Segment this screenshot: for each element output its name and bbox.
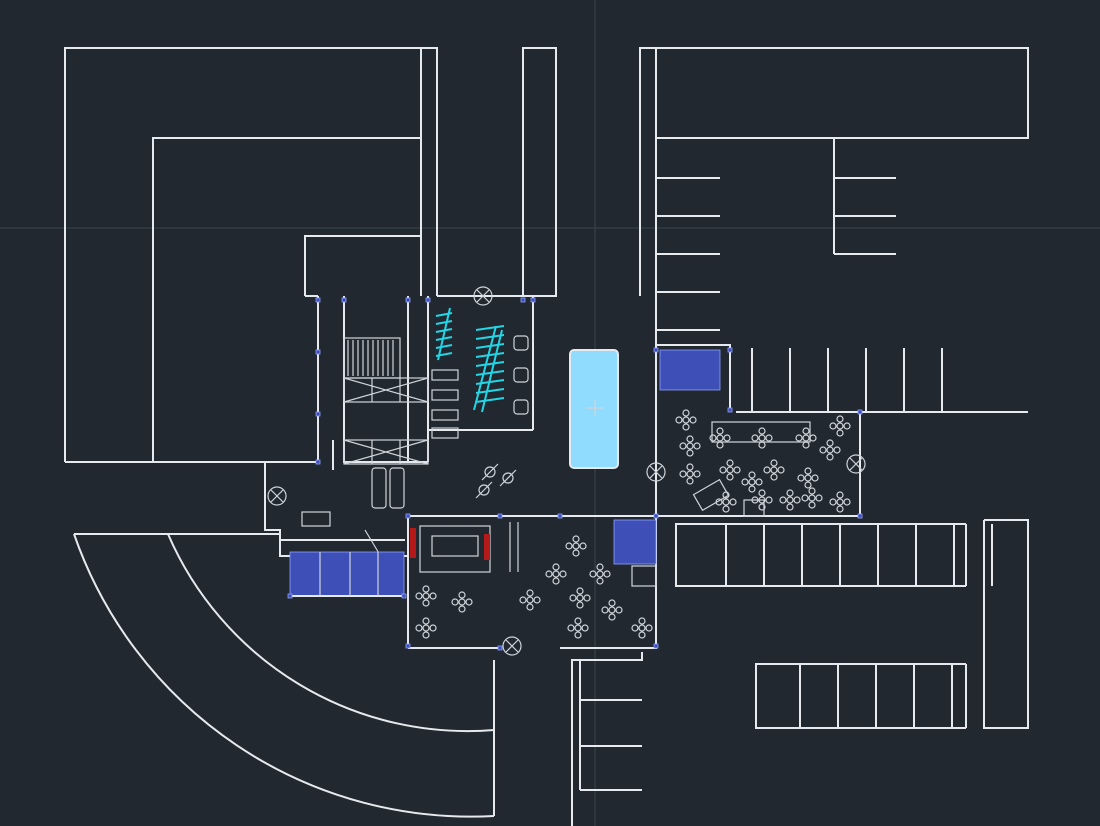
swimming-pool	[569, 349, 619, 469]
table-set-icon	[779, 489, 801, 511]
column-icon	[557, 513, 563, 519]
left-l-building	[64, 47, 438, 463]
table-set-icon	[451, 591, 473, 613]
gym-machines	[513, 335, 529, 415]
table-set-icon	[519, 589, 541, 611]
table-set-icon	[565, 535, 587, 557]
column-icon	[857, 513, 863, 519]
column-icon	[401, 593, 407, 599]
table-set-icon	[475, 481, 493, 499]
parking-bottom-right	[675, 519, 1029, 729]
table-set-icon	[569, 587, 591, 609]
table-set-icon	[415, 617, 437, 639]
gym-equipment	[435, 307, 505, 413]
table-set-icon	[819, 439, 841, 461]
table-set-icon	[795, 427, 817, 449]
restaurant	[407, 515, 657, 649]
column-icon	[497, 513, 503, 519]
column-icon	[405, 643, 411, 649]
column-icon	[405, 513, 411, 519]
table-set-icon	[829, 415, 851, 437]
table-set-icon	[675, 409, 697, 431]
column-icon	[497, 645, 503, 651]
column-icon	[520, 297, 526, 303]
light-fixture-icon	[473, 286, 493, 306]
light-fixture-icon	[846, 454, 866, 474]
column-icon	[405, 297, 411, 303]
patio-lounge	[655, 344, 861, 517]
light-fixture-icon	[502, 636, 522, 656]
column-icon	[727, 407, 733, 413]
table-set-icon	[829, 491, 851, 513]
column-icon	[653, 347, 659, 353]
table-set-icon	[719, 459, 741, 481]
table-set-icon	[741, 471, 763, 493]
column-icon	[287, 593, 293, 599]
column-icon	[315, 349, 321, 355]
table-set-icon	[679, 463, 701, 485]
curved-drive	[73, 533, 495, 818]
table-set-icon	[545, 563, 567, 585]
table-set-icon	[751, 489, 773, 511]
column-icon	[653, 513, 659, 519]
column-icon	[857, 409, 863, 415]
table-set-icon	[679, 435, 701, 457]
table-set-icon	[715, 491, 737, 513]
light-fixture-icon	[267, 486, 287, 506]
light-fixture-icon	[646, 462, 666, 482]
table-set-icon	[751, 427, 773, 449]
gym-lockers	[431, 369, 459, 439]
central-complex	[304, 235, 556, 470]
table-set-icon	[481, 463, 499, 481]
column-icon	[727, 347, 733, 353]
table-set-icon	[601, 599, 623, 621]
column-icon	[530, 297, 536, 303]
table-set-icon	[801, 487, 823, 509]
right-building	[639, 47, 1029, 345]
table-set-icon	[763, 459, 785, 481]
table-set-icon	[797, 467, 819, 489]
column-icon	[341, 297, 347, 303]
table-set-icon	[589, 563, 611, 585]
table-set-icon	[631, 617, 653, 639]
center-strip	[522, 47, 557, 297]
column-icon	[653, 643, 659, 649]
table-set-icon	[499, 469, 517, 487]
column-icon	[425, 297, 431, 303]
parking-top-right	[736, 348, 1028, 413]
parking-bottom-center	[493, 652, 643, 826]
table-set-icon	[415, 585, 437, 607]
entry-lobby	[264, 462, 408, 597]
table-set-icon	[567, 617, 589, 639]
stairwell	[343, 337, 429, 465]
table-set-icon	[709, 427, 731, 449]
column-icon	[315, 459, 321, 465]
column-icon	[315, 297, 321, 303]
column-icon	[315, 411, 321, 417]
